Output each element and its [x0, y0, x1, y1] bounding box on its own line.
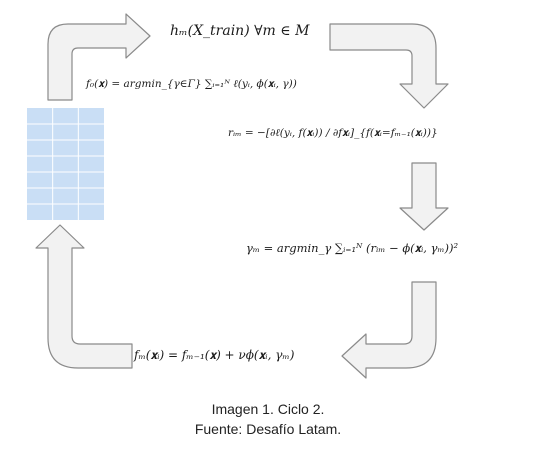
arrow-hm-to-residuals [329, 23, 449, 109]
arrow-table-to-hm [47, 13, 151, 101]
formula-gamma-optimization: γₘ = argmin_γ ∑ᵢ₌₁ᴺ (rᵢₘ − ϕ(𝐱ᵢ, γₘ))² [246, 241, 459, 255]
caption-title: Imagen 1. Ciclo 2. [211, 401, 325, 417]
data-table-background [27, 108, 104, 220]
caption-source: Fuente: Desafío Latam. [194, 421, 342, 437]
formula-f0-initialization: f₀(𝐱) = argmin_{γ∈Γ} ∑ᵢ₌₁ᴺ ℓ(yᵢ, ϕ(𝐱ᵢ, γ… [86, 78, 297, 90]
data-table-icon [27, 108, 104, 220]
arrow-fm-to-table [35, 224, 133, 369]
data-table-gridlines [27, 108, 104, 220]
arrow-residuals-to-gamma [399, 162, 449, 231]
formula-fm-update: fₘ(𝐱ᵢ) = fₘ₋₁(𝐱) + νϕ(𝐱ᵢ, γₘ) [134, 348, 295, 362]
formula-pseudo-residuals: rᵢₘ = −[∂ℓ(yᵢ, f(𝐱ᵢ)) / ∂f𝐱ᵢ]_{f(𝐱ᵢ=fₘ₋₁… [228, 127, 438, 139]
formula-hm-training: hₘ(X_train) ∀m ∈ M [170, 23, 310, 39]
arrow-gamma-to-fm [341, 281, 437, 379]
